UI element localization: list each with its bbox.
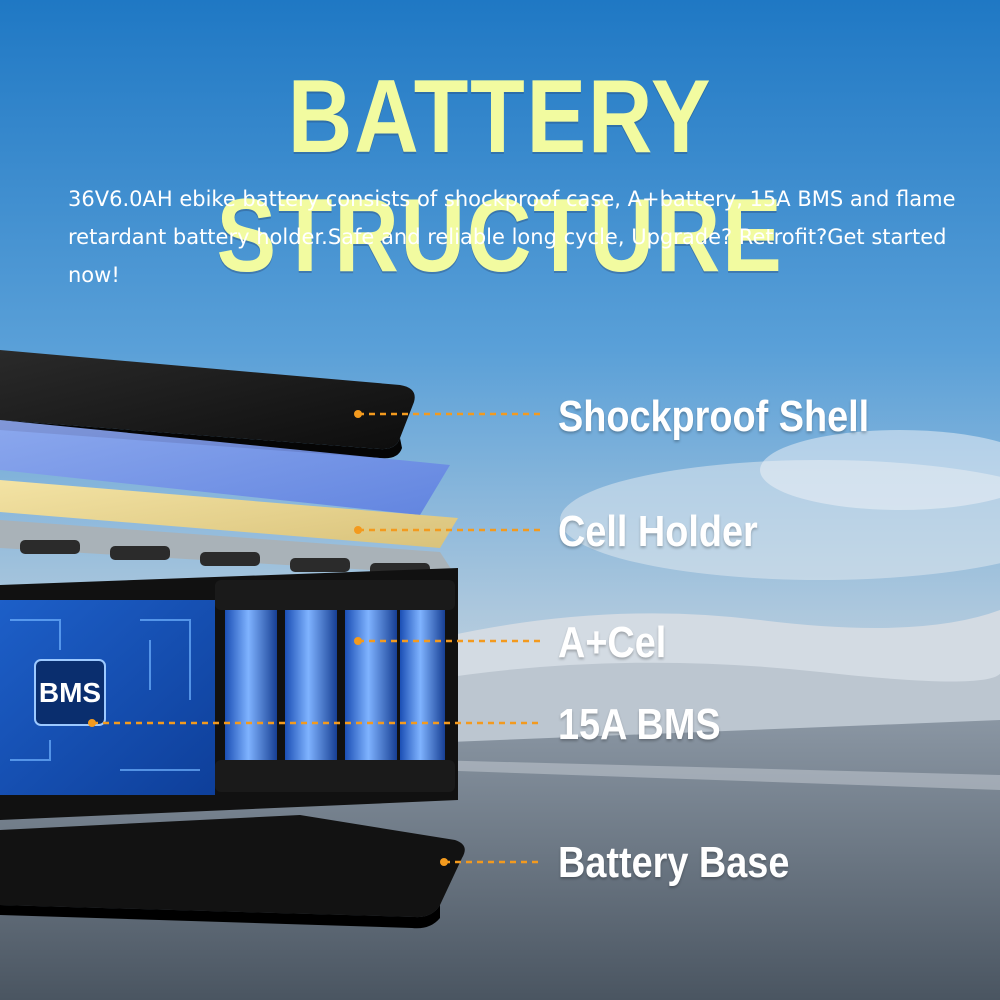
callout-lines [92,412,542,864]
cell-holder-plate [0,480,458,548]
callout-a-plus-cell: A+Cel [558,618,667,667]
battery-base [0,815,465,929]
callout-15a-bms: 15A BMS [558,700,721,749]
battery-cells [215,580,455,792]
page-title: BATTERY STRUCTURE [216,59,784,294]
description-text: 36V6.0AH ebike battery consists of shock… [68,187,956,287]
callout-shockproof-shell: Shockproof Shell [558,392,870,441]
callout-battery-base: Battery Base [558,838,790,887]
callout-cell-holder: Cell Holder [558,507,758,556]
bms-chip-label: BMS [39,677,101,708]
bms-board: BMS [0,600,215,795]
insulation-film [0,420,450,515]
shockproof-shell [0,350,415,459]
